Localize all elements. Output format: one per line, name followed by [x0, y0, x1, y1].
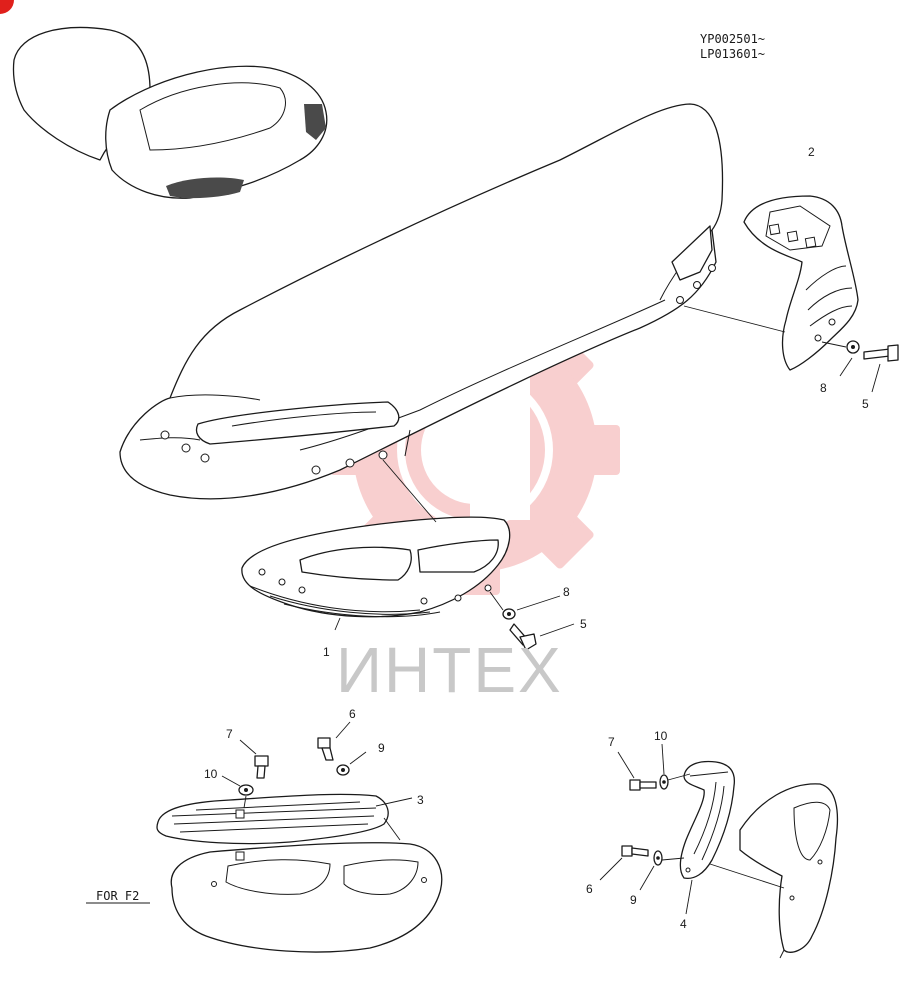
bolt-7-left	[254, 755, 269, 779]
callout-5-right: 5	[862, 397, 869, 411]
callout-7-left: 7	[226, 727, 233, 741]
front-handle	[241, 516, 511, 618]
washer-10-left	[238, 784, 254, 796]
callout-6-right: 6	[586, 882, 593, 896]
footrest-plate-3	[156, 793, 389, 861]
bolt-5-right	[863, 344, 899, 362]
washer-9-left	[336, 764, 350, 776]
washer-8-right	[846, 340, 860, 354]
callout-8-front: 8	[563, 585, 570, 599]
corner-badge	[0, 0, 14, 14]
callout-8-right: 8	[820, 381, 827, 395]
serial-number-1: YP002501~	[700, 32, 765, 46]
bolt-6-left	[317, 737, 334, 761]
seat-back-section	[739, 783, 839, 959]
watermark-text: ИНТЕХ	[336, 634, 563, 706]
bolt-5-front	[509, 623, 537, 651]
callout-4: 4	[680, 917, 687, 931]
bolt-6-right	[621, 845, 649, 857]
callout-10-left: 10	[204, 767, 218, 781]
callout-9-right: 9	[630, 893, 637, 907]
callout-10-right: 10	[654, 729, 668, 743]
note-for-f2: FOR F2	[96, 889, 139, 903]
bolt-7-right	[629, 779, 657, 791]
cushion-holes	[160, 264, 716, 475]
callout-9-left: 9	[378, 741, 385, 755]
seat-cushion	[119, 103, 724, 500]
rear-handle	[743, 195, 859, 371]
callout-7-right: 7	[608, 735, 615, 749]
serial-number-2: LP013601~	[700, 47, 765, 61]
callout-5-front: 5	[580, 617, 587, 631]
washer-8-front	[502, 608, 516, 620]
washer-10-right	[659, 774, 669, 790]
inset-seat-thumbnail	[12, 26, 328, 199]
washer-9-right	[653, 850, 663, 866]
callout-6-left: 6	[349, 707, 356, 721]
callout-1: 1	[323, 645, 330, 659]
callout-2: 2	[808, 145, 815, 159]
callout-3: 3	[417, 793, 424, 807]
side-guard-4	[679, 760, 736, 880]
f2-cushion-section	[170, 842, 443, 953]
